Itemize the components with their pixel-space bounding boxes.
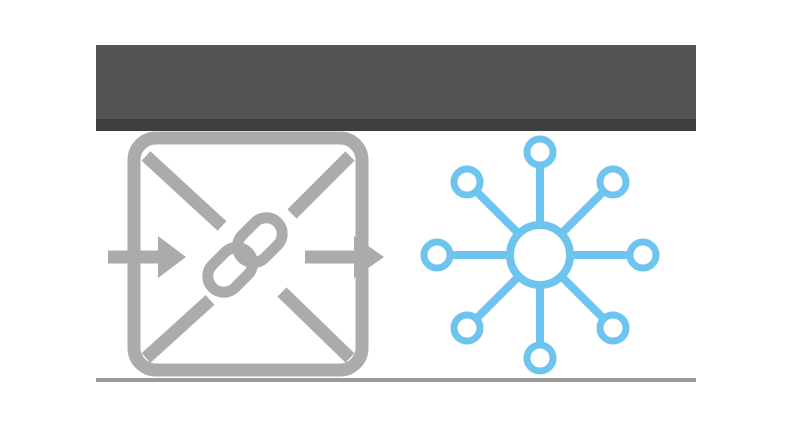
arrow-in-head <box>158 236 186 278</box>
network-hub-icon <box>420 135 660 375</box>
node-bottom-right <box>596 311 630 345</box>
arrow-out-head <box>354 236 384 278</box>
hub-node <box>506 221 574 289</box>
envelope-link-icon <box>108 131 384 377</box>
node-top <box>523 135 557 169</box>
node-top-left <box>450 165 484 199</box>
node-bottom <box>523 341 557 375</box>
envelope-bottom-left <box>141 295 215 363</box>
header-bar <box>96 45 696 131</box>
envelope-bottom-right <box>277 287 355 363</box>
node-left <box>420 238 454 272</box>
baseline-divider <box>96 378 696 382</box>
node-bottom-left <box>450 311 484 345</box>
node-right <box>626 238 660 272</box>
node-top-right <box>596 165 630 199</box>
chain-link-icon <box>202 212 288 298</box>
envelope-flap-left <box>141 151 227 231</box>
envelope-flap-right <box>287 151 355 219</box>
